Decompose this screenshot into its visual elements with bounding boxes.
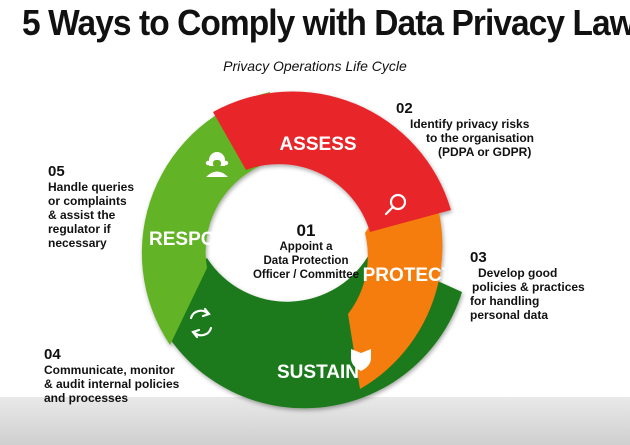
note-02-line: to the organisation <box>426 131 534 145</box>
center-step-line: Data Protection <box>263 255 349 267</box>
note-03-line: policies & practices <box>472 280 585 294</box>
note-02-number: 02 <box>396 100 413 117</box>
note-03: 03 Develop good policies & practices for… <box>470 249 585 322</box>
note-05-line: & assist the <box>48 208 116 222</box>
headset-agent-icon <box>205 152 229 177</box>
magnifier-icon <box>384 193 407 216</box>
center-step-line: Officer / Committee <box>252 269 360 281</box>
note-02-line: (PDPA or GDPR) <box>438 145 532 159</box>
note-05: 05 Handle queries or complaints & assist… <box>48 163 134 250</box>
refresh-cycle-icon <box>189 307 213 339</box>
label-protect: PROTECT <box>363 265 454 286</box>
note-05-line: necessary <box>48 236 107 250</box>
page-title: 5 Ways to Comply with Data Privacy Laws <box>22 2 630 43</box>
center-step: 01 Appoint a Data Protection Officer / C… <box>241 221 371 282</box>
note-04-line: and processes <box>44 391 129 405</box>
label-assess: ASSESS <box>279 134 356 155</box>
center-step-line: Appoint a <box>279 241 333 253</box>
note-04-number: 04 <box>44 346 61 363</box>
label-respond: RESPOND <box>149 229 243 250</box>
note-05-line: or complaints <box>48 194 127 208</box>
note-04-line: Communicate, monitor <box>44 363 175 377</box>
note-05-line: Handle queries <box>48 180 135 194</box>
page-subtitle: Privacy Operations Life Cycle <box>223 58 407 74</box>
note-05-number: 05 <box>48 163 65 180</box>
shield-icon <box>351 349 371 371</box>
note-04: 04 Communicate, monitor & audit internal… <box>44 346 179 405</box>
segment-assess <box>213 91 451 232</box>
label-sustain: SUSTAIN <box>277 362 359 383</box>
note-02: 02 Identify privacy risks to the organis… <box>396 100 534 159</box>
note-03-line: for handling <box>470 294 540 308</box>
note-03-line: personal data <box>470 308 549 322</box>
note-03-line: Develop good <box>478 266 558 280</box>
center-step-number: 01 <box>296 221 316 240</box>
note-03-number: 03 <box>470 249 487 266</box>
note-05-line: regulator if <box>48 222 111 236</box>
note-02-line: Identify privacy risks <box>410 117 530 131</box>
note-04-line: & audit internal policies <box>44 377 180 391</box>
